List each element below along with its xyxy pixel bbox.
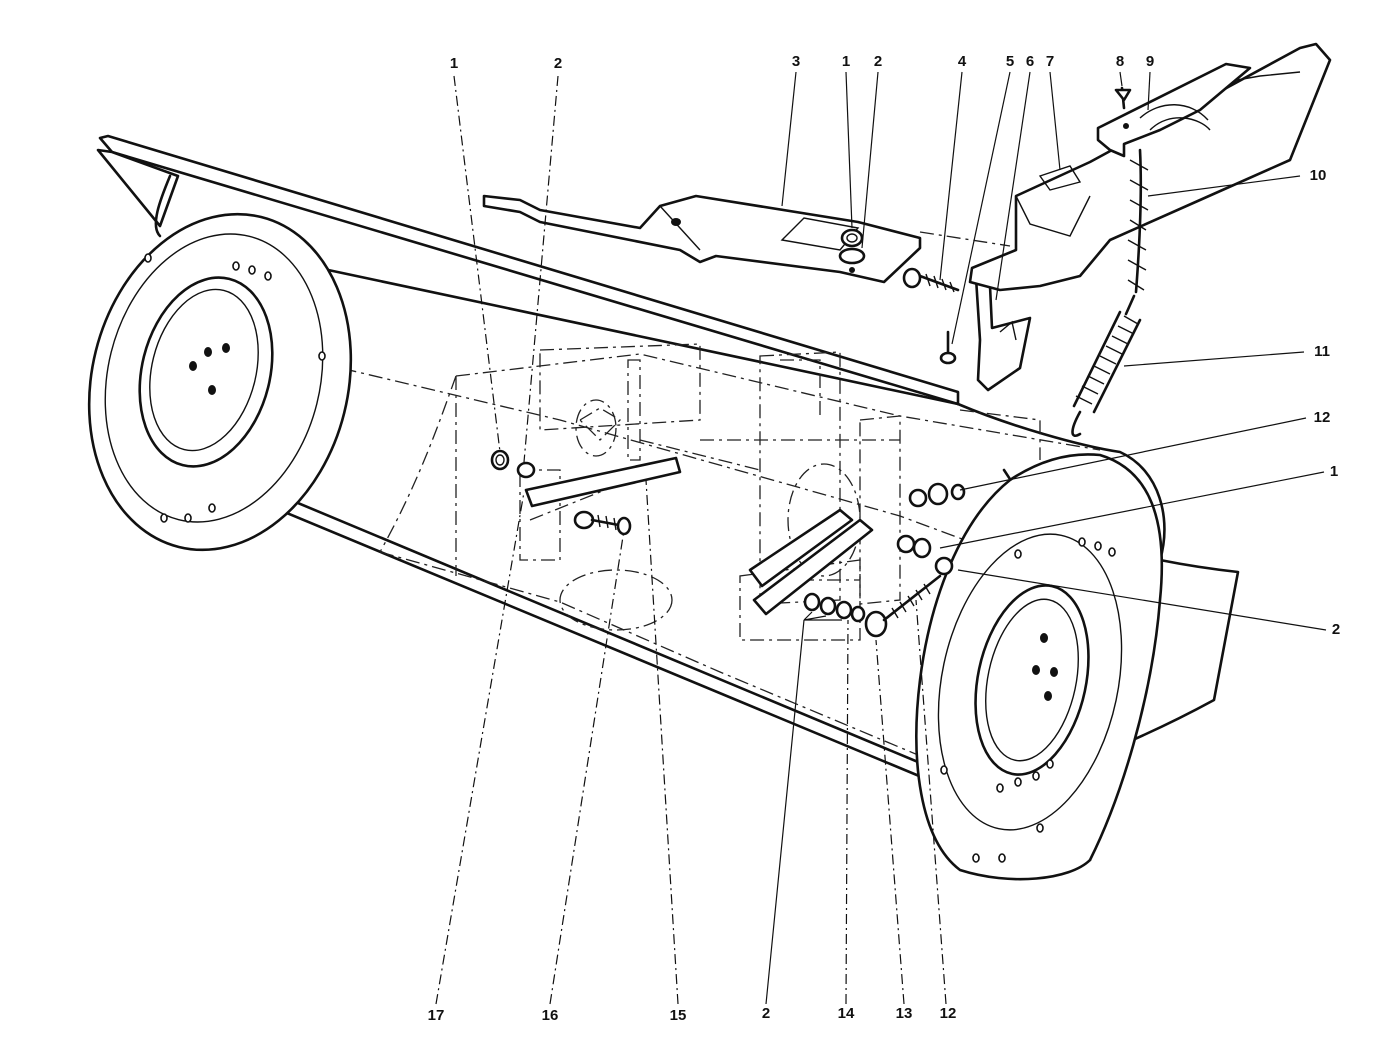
callout-1-top-left: 1 <box>449 55 459 72</box>
callout-17: 17 <box>427 1007 445 1024</box>
link-plates <box>524 456 874 616</box>
callout-12-bottom: 12 <box>939 1005 957 1022</box>
tractor-frame <box>919 42 1332 292</box>
callout-11: 11 <box>1314 343 1330 360</box>
hinge-brackets-hidden <box>519 343 1041 641</box>
top-mounting-plate <box>482 194 922 284</box>
hardware-pivot-bolt-16 <box>573 510 632 536</box>
callout-2-bottom: 2 <box>761 1005 771 1022</box>
callout-4: 4 <box>957 53 967 70</box>
callout-2-right: 2 <box>1331 621 1341 638</box>
chain-10 <box>1127 117 1211 294</box>
callout-9: 9 <box>1145 53 1155 70</box>
callout-2-top-left: 2 <box>553 55 563 72</box>
bolt-4 <box>902 267 960 293</box>
plate-nut-washer <box>838 228 866 273</box>
hardware-left-nut <box>490 449 536 479</box>
callout-16: 16 <box>541 1007 559 1024</box>
callout-13: 13 <box>895 1005 913 1022</box>
callout-15: 15 <box>669 1007 687 1024</box>
callout-10: 10 <box>1309 167 1327 184</box>
callout-3: 3 <box>791 53 801 70</box>
left-end-disc <box>87 212 353 552</box>
callout-14: 14 <box>837 1005 855 1022</box>
leader-lines <box>435 71 1327 1005</box>
callout-12-right: 12 <box>1313 409 1331 426</box>
callout-6: 6 <box>1025 53 1035 70</box>
callout-7: 7 <box>1045 53 1055 70</box>
callout-2-top-center: 2 <box>873 53 883 70</box>
callout-1-top-center: 1 <box>841 53 851 70</box>
hitch-plate <box>1096 62 1252 158</box>
callout-1-right: 1 <box>1329 463 1339 480</box>
spring-11 <box>1071 294 1142 437</box>
callout-5: 5 <box>1005 53 1015 70</box>
callout-8: 8 <box>1115 53 1125 70</box>
hardware-right-stack <box>896 482 966 576</box>
hardware-lower-stack <box>803 574 942 638</box>
right-end-disc <box>915 453 1164 881</box>
